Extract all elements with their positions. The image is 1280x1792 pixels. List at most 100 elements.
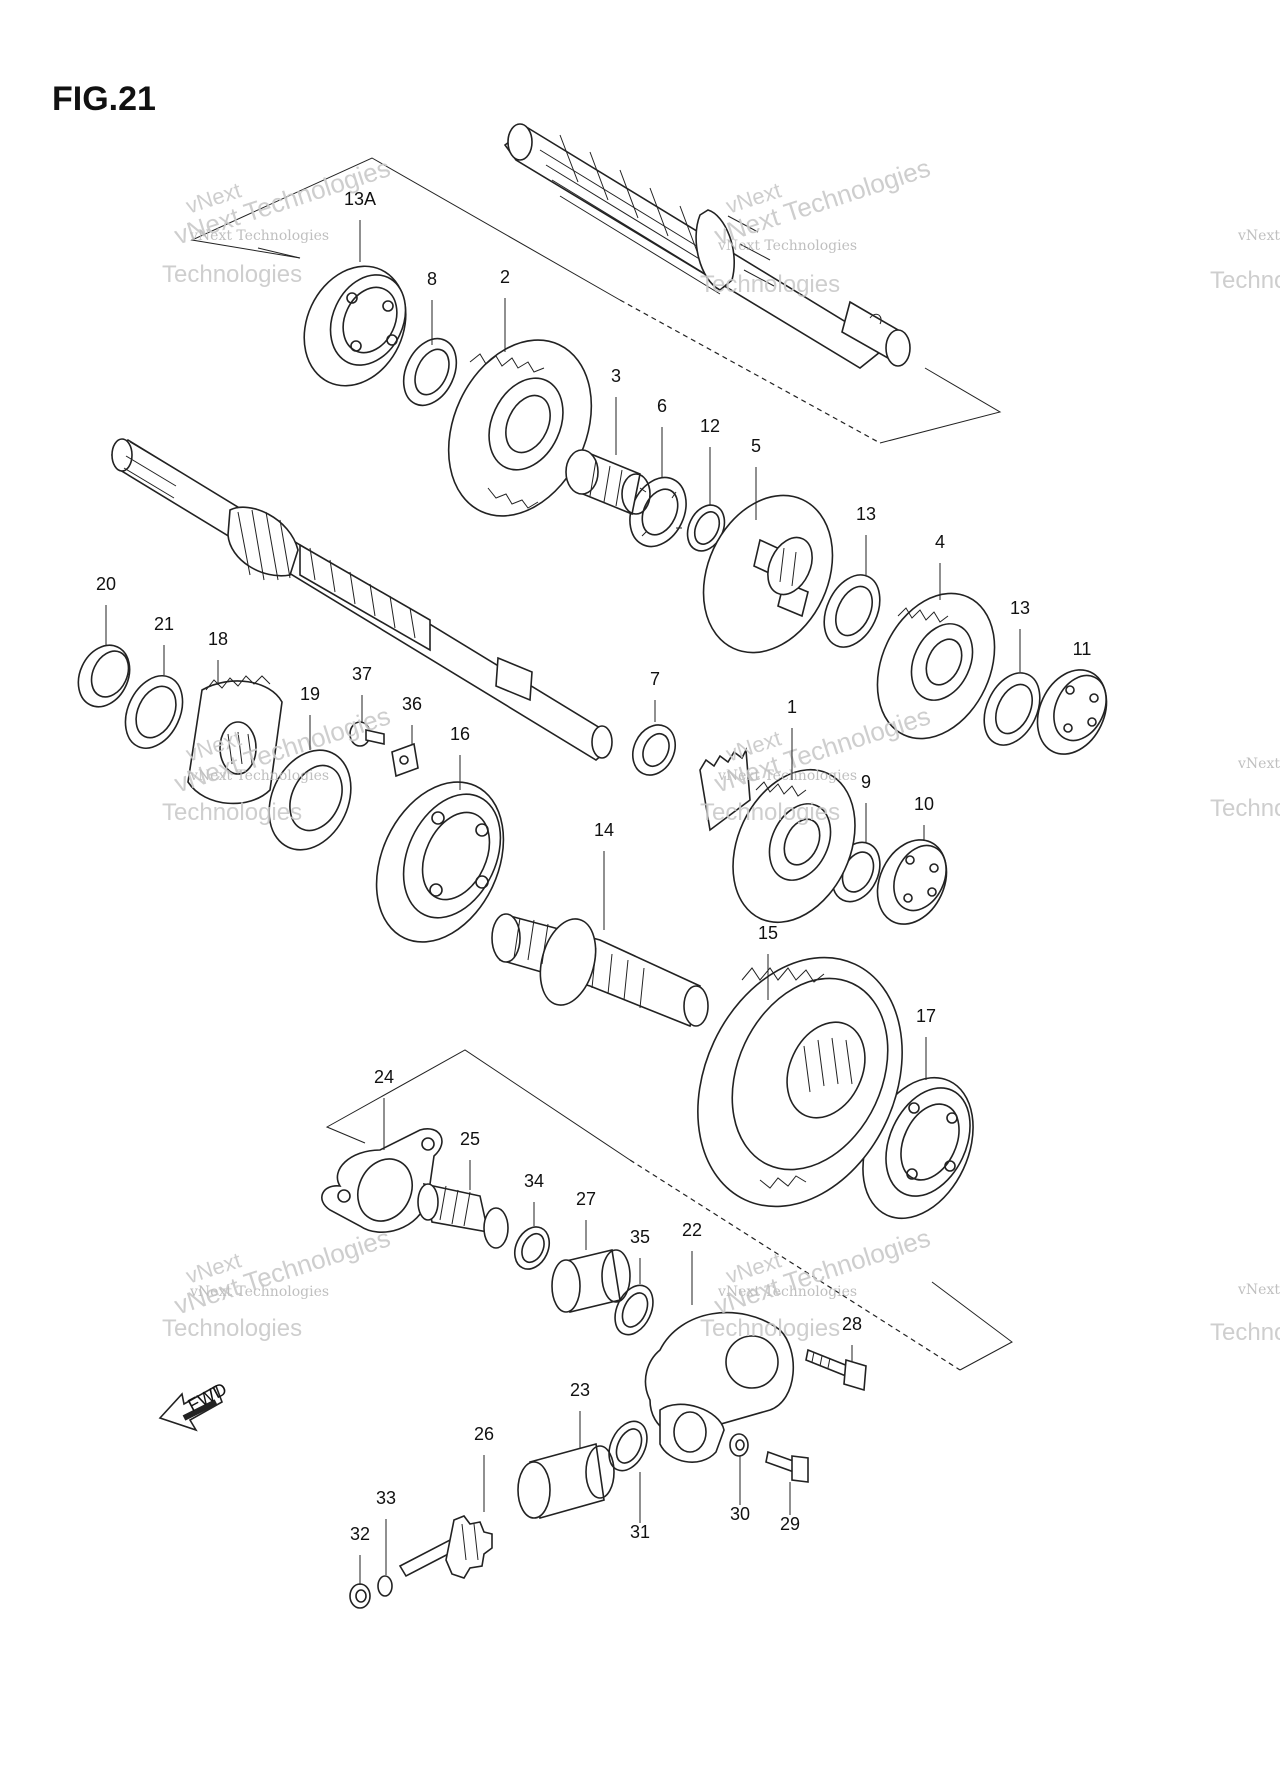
watermark-text: Technologies <box>700 1315 840 1342</box>
mainshaft <box>111 438 613 761</box>
washer-21 <box>124 675 184 749</box>
plate-36 <box>391 742 419 778</box>
part-callout-label: 21 <box>154 614 174 634</box>
part-callout-label: 8 <box>427 269 437 289</box>
watermark-edge-text: vNext <box>1237 1282 1280 1298</box>
countershaft-drive-14 <box>491 913 709 1028</box>
part-callout-label: 22 <box>682 1220 702 1240</box>
part-callout-label: 3 <box>611 366 621 386</box>
watermark-edge-text: vNext <box>1237 756 1280 772</box>
watermark-caption: vNext Technologies <box>717 238 857 254</box>
gear-1 <box>699 747 856 924</box>
fwd-direction-arrow: FWD <box>158 1379 230 1432</box>
part-callout-label: 1 <box>787 697 797 717</box>
part-callout-label: 6 <box>657 396 667 416</box>
part-callout-label: 33 <box>376 1488 396 1508</box>
part-callout-label: 32 <box>350 1524 370 1544</box>
part-callout-label: 31 <box>630 1522 650 1542</box>
callout-leaders <box>105 220 1021 1585</box>
watermark-text: Technologies <box>700 271 840 298</box>
part-callout-label: 18 <box>208 629 228 649</box>
washer-19 <box>268 749 352 851</box>
gear-15 <box>697 956 903 1208</box>
part-callout-label: 5 <box>751 436 761 456</box>
bolt-29 <box>765 1450 809 1483</box>
part-callout-label: 28 <box>842 1314 862 1334</box>
watermark-caption: vNext Technologies <box>189 768 329 784</box>
washer-13-upper <box>823 574 881 648</box>
part-callout-label: 27 <box>576 1189 596 1209</box>
part-callout-label: 11 <box>1073 639 1092 659</box>
watermark-caption: vNext Technologies <box>717 768 857 784</box>
bearing-13a <box>303 265 407 387</box>
lower-assembly-frame <box>325 1049 1013 1371</box>
part-callout-label: 15 <box>758 923 778 943</box>
bearing-10 <box>876 839 948 925</box>
watermark-text: Technologies <box>162 261 302 288</box>
watermark-edge-text: Technologies <box>1210 795 1280 822</box>
part-callout-label: 25 <box>460 1129 480 1149</box>
seal-20 <box>77 644 131 708</box>
watermark-caption: vNext Technologies <box>189 228 329 244</box>
watermark-text: Technologies <box>700 799 840 826</box>
screw-37 <box>349 721 385 747</box>
speedo-gear-25 <box>417 1182 509 1249</box>
part-callout-label: 19 <box>300 684 320 704</box>
part-callout-label: 17 <box>916 1006 936 1026</box>
circlip-12 <box>686 504 726 552</box>
o-ring-34 <box>513 1226 551 1270</box>
part-callout-label: 13 <box>1010 598 1030 618</box>
part-callout-label: 26 <box>474 1424 494 1444</box>
part-callout-label: 37 <box>352 664 372 684</box>
speedo-pinion-26 <box>398 1515 493 1579</box>
clip-33 <box>377 1575 393 1597</box>
sleeve-27 <box>551 1249 631 1313</box>
washer-7 <box>632 724 676 776</box>
watermark-f: vNext vNext Technologies <box>711 1222 934 1320</box>
part-callout-label: 34 <box>524 1171 544 1191</box>
part-callout-label: 35 <box>630 1227 650 1247</box>
washer-32 <box>349 1583 371 1609</box>
bearing-16 <box>375 781 505 943</box>
part-callout-label: 14 <box>594 820 614 840</box>
shifter-dog-5 <box>702 494 834 654</box>
part-callout-label: 12 <box>700 416 720 436</box>
housing-22 <box>644 1311 795 1463</box>
figure-title: FIG.21 <box>52 80 156 118</box>
part-callout-label: 7 <box>650 669 660 689</box>
washer-30 <box>729 1433 749 1457</box>
gear-18 <box>187 675 283 805</box>
part-callout-label: 23 <box>570 1380 590 1400</box>
watermark-edge-text: Technologies <box>1210 267 1280 294</box>
bearing-11 <box>1036 669 1108 755</box>
watermark-text: Technologies <box>162 799 302 826</box>
part-callout-label: 4 <box>935 532 945 552</box>
part-callout-label: 16 <box>450 724 470 744</box>
watermark-b: vNext vNext Technologies <box>711 152 934 250</box>
washer-8 <box>402 337 458 407</box>
watermark-text: Technologies <box>162 1315 302 1342</box>
part-callout-label: 29 <box>780 1514 800 1534</box>
part-callout-label: 13 <box>856 504 876 524</box>
part-callout-label: 13A <box>344 189 376 209</box>
watermark-edge-text: vNext <box>1237 228 1280 244</box>
watermark-caption: vNext Technologies <box>717 1284 857 1300</box>
part-callout-label: 36 <box>402 694 422 714</box>
part-callout-label: 30 <box>730 1504 750 1524</box>
gear-4 <box>876 592 996 740</box>
bushing-23 <box>517 1442 615 1520</box>
countershaft <box>503 123 911 369</box>
part-callout-label: 24 <box>374 1067 394 1087</box>
o-ring-31 <box>608 1420 648 1472</box>
part-callout-label: 10 <box>914 794 934 814</box>
part-callout-label: 9 <box>861 772 871 792</box>
upper-assembly-frame <box>190 157 1002 444</box>
watermark-edge-text: Technologies <box>1210 1319 1280 1346</box>
part-callout-label: 20 <box>96 574 116 594</box>
bolt-28 <box>805 1348 867 1392</box>
washer-13-lower <box>983 672 1041 746</box>
part-callout-label: 2 <box>500 267 510 287</box>
watermark-caption: vNext Technologies <box>189 1284 329 1300</box>
